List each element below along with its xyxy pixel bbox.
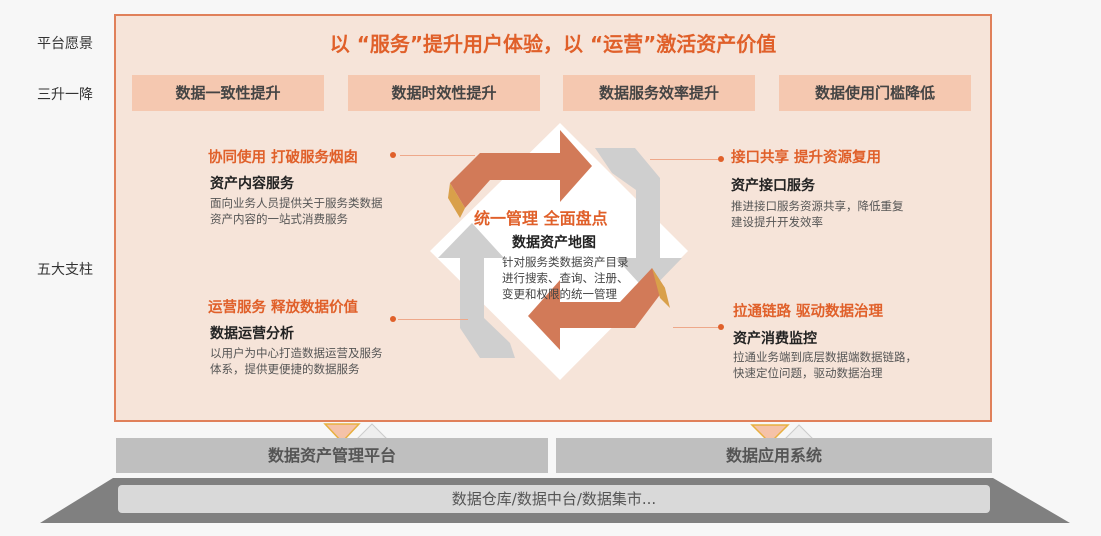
pillar-dot [390,152,396,158]
center-title: 统一管理 全面盘点 [474,209,608,228]
label-vision: 平台愿景 [37,36,93,52]
down-arrow-icon [750,424,790,445]
pillar-title: 协同使用 打破服务烟囱 [208,150,359,166]
connector-line [400,155,475,156]
base-layer: 数据仓库/数据中台/数据集市... [118,485,990,513]
pillar-desc: 拉通业务端到底层数据端数据链路， 快速定位问题，驱动数据治理 [733,349,917,381]
vision-title: 以 “服务”提升用户体验，以 “运营”激活资产价值 [329,32,777,56]
desc-line: 针对服务类数据资产目录 [502,255,629,269]
desc-line: 推进接口服务资源共享，降低重复 [731,199,904,213]
arrow-right-icon [595,148,682,293]
connector-line [398,319,468,320]
center-subtitle: 数据资产地图 [512,235,596,251]
pillar-desc: 推进接口服务资源共享，降低重复建设提升开发效率 [731,198,904,230]
pillar-desc: 以用户为中心打造数据运营及服务体系，提供更便捷的数据服务 [210,345,383,377]
desc-line: 资产内容的一站式消费服务 [210,212,348,226]
arrow-bottom-icon [528,268,665,350]
connector-line [650,159,718,160]
desc-line: 快速定位问题，驱动数据治理 [733,366,883,380]
center-desc: 针对服务类数据资产目录 进行搜索、查询、注册、 变更和权限的统一管理 [502,254,629,302]
label-three-one: 三升一降 [37,87,93,103]
pillar-desc: 面向业务人员提供关于服务类数据资产内容的一站式消费服务 [210,195,383,227]
desc-line: 进行搜索、查询、注册、 [502,271,629,285]
platform-box: 数据资产管理平台 [116,438,548,473]
arrow-left-icon [438,223,515,358]
connector-line [673,327,718,328]
pillar-dot [390,316,396,322]
pillar-dot [718,156,724,162]
desc-line: 变更和权限的统一管理 [502,287,617,301]
desc-line: 体系，提供更便捷的数据服务 [210,362,360,376]
pillar-title: 接口共享 提升资源复用 [731,150,882,166]
down-arrow-icon [323,423,361,444]
pillar-subtitle: 资产接口服务 [731,178,815,194]
desc-line: 建设提升开发效率 [731,215,823,229]
goal-pill: 数据一致性提升 [132,75,324,111]
label-pillars: 五大支柱 [37,262,93,278]
goal-pill: 数据服务效率提升 [563,75,755,111]
pillar-dot [718,324,724,330]
pillar-subtitle: 资产消费监控 [733,331,817,347]
arrow-top-icon [450,130,592,208]
goal-pill: 数据使用门槛降低 [779,75,971,111]
desc-line: 拉通业务端到底层数据端数据链路， [733,350,917,364]
desc-line: 以用户为中心打造数据运营及服务 [210,346,383,360]
desc-line: 面向业务人员提供关于服务类数据 [210,196,383,210]
platform-box: 数据应用系统 [556,438,992,473]
pillar-title: 拉通链路 驱动数据治理 [733,304,884,320]
cycle-diagram [430,123,688,380]
pillar-subtitle: 数据运营分析 [210,326,294,342]
pillar-subtitle: 资产内容服务 [210,176,294,192]
pillar-title: 运营服务 释放数据价值 [208,300,359,316]
goal-pill: 数据时效性提升 [348,75,540,111]
